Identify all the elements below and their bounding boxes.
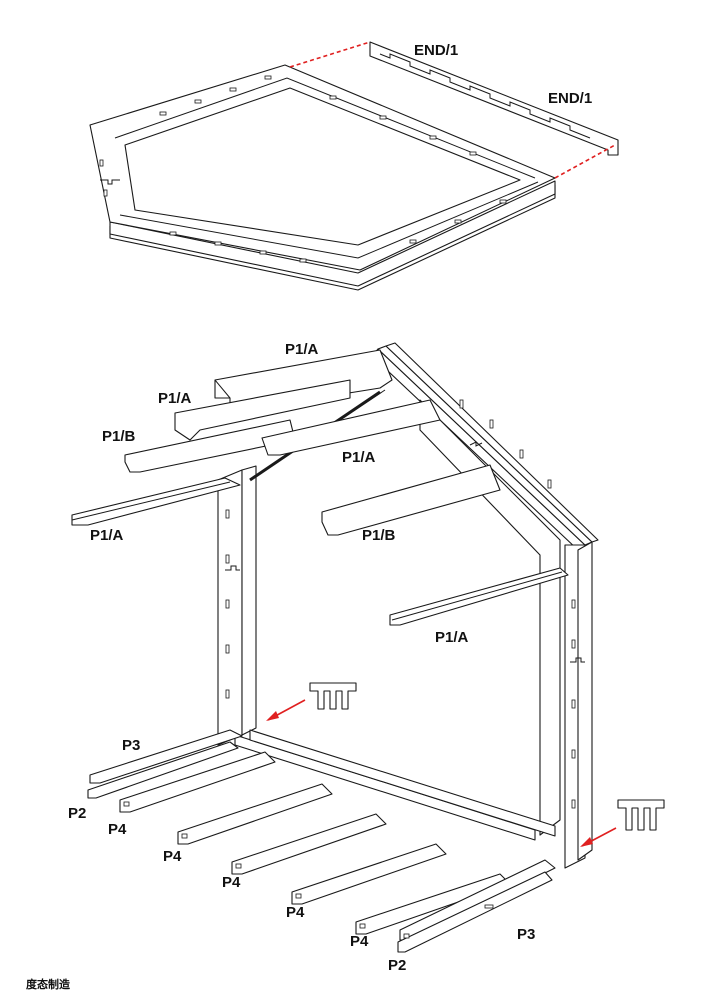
label-p1a-top: P1/A: [285, 341, 319, 358]
label-p1a-right: P1/A: [435, 629, 469, 646]
board-p1b-left: [124, 419, 296, 473]
label-p1a-left-lower: P1/A: [90, 527, 124, 544]
red-arrow-icon: [266, 699, 306, 721]
label-p4-2: P4: [163, 848, 182, 865]
board-p1a-left-upper: [174, 379, 351, 441]
connection-dash-top: [289, 41, 371, 68]
board-p2-left: [87, 741, 239, 799]
post-slots: [225, 399, 585, 809]
board-p2-right: [397, 871, 553, 953]
label-end-top: END/1: [414, 42, 458, 59]
brand-footer: 度态制造: [26, 977, 71, 991]
label-p4-4: P4: [286, 904, 305, 921]
board-p4-1: [119, 751, 276, 813]
frame-slots: [99, 75, 507, 263]
pentagon-frame: [89, 41, 619, 291]
label-p3-left: P3: [122, 737, 140, 754]
label-p1b-left: P1/B: [102, 428, 136, 445]
board-p1b-center: [321, 464, 501, 536]
t-connector-icon: [617, 799, 665, 831]
board-p1a-right: [389, 567, 569, 626]
label-p4-3: P4: [222, 874, 241, 891]
board-p4-4: [291, 843, 447, 905]
end-panel: [369, 41, 619, 156]
board-p1a-left-lower: [71, 477, 241, 526]
board-p3-left: [89, 729, 243, 784]
label-p1b-center: P1/B: [362, 527, 396, 544]
board-p4-3: [231, 813, 387, 875]
label-p2-right: P2: [388, 957, 406, 974]
crossboard-slots: [123, 801, 494, 939]
board-p4-5: [355, 873, 511, 935]
label-end-right: END/1: [548, 90, 592, 107]
label-p1a-center: P1/A: [342, 449, 376, 466]
connection-dash-right: [554, 144, 616, 179]
label-p3-right: P3: [517, 926, 535, 943]
label-p2-left: P2: [68, 805, 86, 822]
left-post: [217, 469, 243, 746]
board-p1a-center: [261, 399, 441, 456]
label-p4-1: P4: [108, 821, 127, 838]
label-p1a-left-upper: P1/A: [158, 390, 192, 407]
assembly-frame: [71, 342, 599, 953]
red-arrow-icon: [580, 827, 617, 847]
board-p4-2: [177, 783, 333, 845]
t-connector-icon: [309, 682, 357, 710]
label-p4-5: P4: [350, 933, 369, 950]
